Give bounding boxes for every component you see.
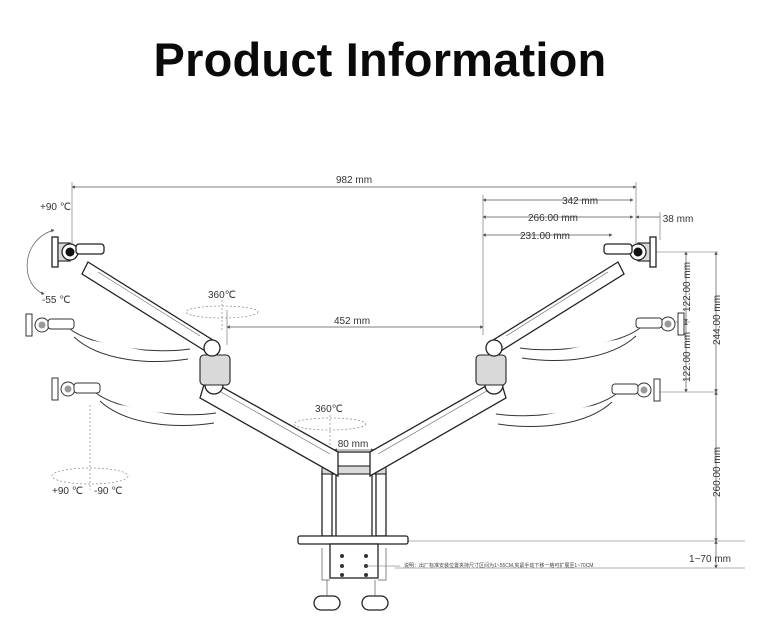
desk-clamp: 说明：出厂标准安装位置夹持尺寸区间为1~55CM,夹紧手动下移一格可扩展至1~7… [313, 543, 593, 611]
tilt-up-label: +90 ℃ [40, 202, 71, 213]
height-total-label: 244.00 mm [712, 295, 723, 345]
vesa-mount-left [51, 236, 105, 268]
pole-height-label: 260.00 mm [712, 447, 723, 497]
ghost-arm-right-low [495, 378, 661, 427]
swivel-right-label: -90 ℃ [94, 486, 122, 497]
arm-reach-3-label: 231.00 mm [520, 231, 570, 242]
lower-arm-right [369, 354, 507, 478]
arm-reach-2-label: 266.00 mm [528, 213, 578, 224]
arm-reach-1-label: 342 mm [562, 196, 598, 207]
overall-width-label: 982 mm [336, 175, 372, 186]
dimension-arm-reach: 342 mm 266.00 mm 231.00 mm 38 mm [482, 195, 694, 335]
height-lower-label: 122.00 mm [682, 332, 693, 382]
rotation-swivel: +90 ℃ -90 ℃ [51, 405, 129, 497]
rotation-arm: 360℃ [185, 290, 259, 330]
lower-arm-left [199, 354, 339, 478]
rotation-tilt: +90 ℃ -55 ℃ [26, 202, 71, 306]
rotation-base: 360℃ 80 mm [293, 404, 375, 452]
swivel-left-label: +90 ℃ [52, 486, 83, 497]
ghost-arm-left-low [51, 377, 217, 426]
page-title: Product Information [153, 33, 607, 86]
dimension-heights: 122.00 mm 122.00 mm 244.00 mm 260.00 mm … [395, 251, 745, 569]
offset-right-label: 38 mm [663, 214, 694, 225]
tilt-down-label: -55 ℃ [42, 295, 70, 306]
dimension-center-span: 452 mm [226, 310, 484, 345]
clamp-note: 说明：出厂标准安装位置夹持尺寸区间为1~55CM,夹紧手动下移一格可扩展至1~7… [404, 562, 593, 569]
pole [297, 451, 409, 545]
dimension-overall-width: 982 mm [71, 175, 637, 245]
center-span-label: 452 mm [334, 316, 370, 327]
vesa-mount-right [603, 236, 657, 268]
clamp-range-label: 1~70 mm [689, 554, 731, 565]
base-rotation-label: 360℃ [315, 404, 343, 415]
arm-rotation-label: 360℃ [208, 290, 236, 301]
height-upper-label: 122.00 mm [682, 262, 693, 312]
pole-width-label: 80 mm [338, 439, 369, 450]
